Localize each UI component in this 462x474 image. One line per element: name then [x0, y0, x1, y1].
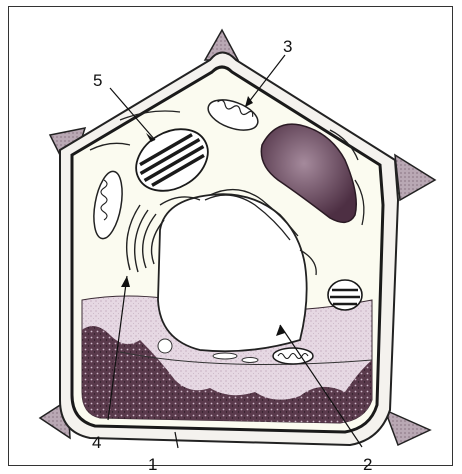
- label-4: 4: [92, 433, 101, 452]
- corner-space-right: [395, 155, 435, 200]
- label-1: 1: [148, 455, 157, 474]
- label-2: 2: [363, 455, 372, 474]
- label-3: 3: [283, 37, 292, 56]
- corner-space-bottom-right: [385, 410, 430, 445]
- chloroplast-small: [328, 280, 362, 310]
- mitochondrion-bottom: [273, 348, 313, 364]
- label-5: 5: [93, 71, 102, 90]
